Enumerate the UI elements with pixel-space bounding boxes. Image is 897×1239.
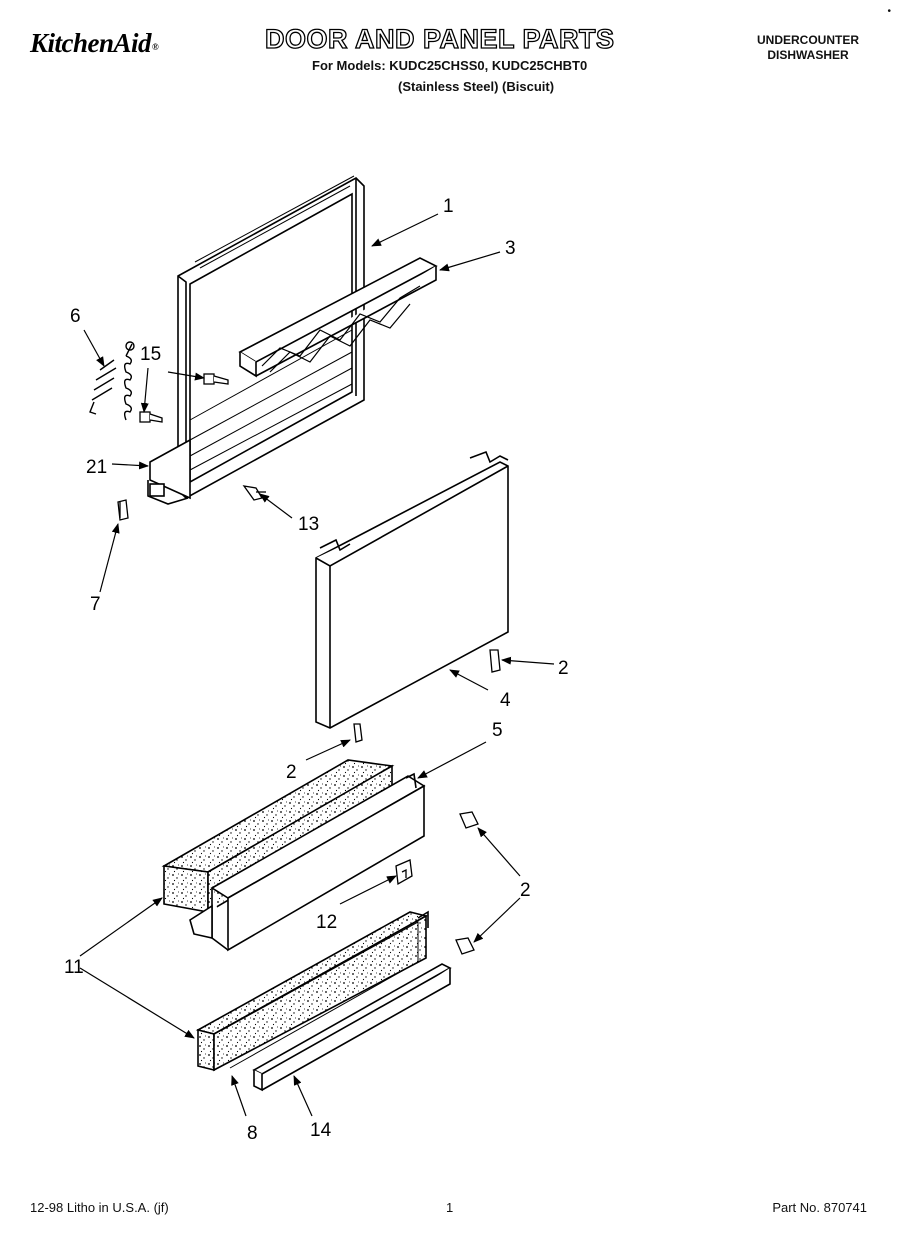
- brand-logo: KitchenAid®: [30, 28, 159, 59]
- corner-mark: •: [887, 6, 891, 17]
- callout-5: 5: [492, 720, 503, 741]
- page-number: 1: [446, 1200, 454, 1215]
- brand-name: KitchenAid: [30, 28, 152, 58]
- rack-bracket: [238, 257, 438, 378]
- callout-2-b: 2: [286, 762, 297, 783]
- screw-13: [242, 485, 266, 501]
- toe-panel: [213, 910, 429, 1072]
- models-line: For Models: KUDC25CHSS0, KUDC25CHBT0: [312, 58, 588, 73]
- unit-type: UNDERCOUNTER DISHWASHER: [757, 33, 859, 63]
- registered-mark: ®: [152, 42, 159, 52]
- callout-2-c: 2: [520, 880, 531, 901]
- callout-12: 12: [316, 912, 337, 933]
- door-spring: [89, 341, 135, 421]
- page-title: DOOR AND PANEL PARTS: [264, 23, 615, 54]
- clip-12: [395, 859, 413, 886]
- toe-strip-14: [252, 963, 452, 1092]
- screws-15: [139, 373, 229, 423]
- unit-line-1: UNDERCOUNTER: [757, 33, 859, 47]
- screws-2: [455, 811, 479, 955]
- callout-3: 3: [505, 238, 516, 259]
- callout-21: 21: [86, 457, 107, 478]
- print-info: 12-98 Litho in U.S.A. (jf): [30, 1200, 169, 1215]
- callout-13: 13: [298, 514, 319, 535]
- callout-11: 11: [64, 957, 84, 978]
- part-number: Part No. 870741: [772, 1200, 867, 1215]
- callout-14: 14: [310, 1120, 332, 1141]
- callout-6: 6: [70, 306, 81, 327]
- leader-lines: [79, 213, 555, 1117]
- unit-line-2: DISHWASHER: [767, 48, 849, 62]
- callout-8: 8: [247, 1123, 258, 1144]
- callout-2-a: 2: [558, 658, 569, 679]
- inner-door-frame: [147, 175, 365, 505]
- outer-door-panel: [315, 450, 509, 729]
- panel-screws: [353, 649, 501, 743]
- finish-line: (Stainless Steel) (Biscuit): [398, 79, 555, 94]
- callout-4: 4: [500, 690, 511, 711]
- callout-15: 15: [140, 344, 161, 365]
- callout-7: 7: [90, 594, 101, 615]
- callout-labels: 1 3 6 15 21 13 7 2 4 2 5 2 12 11 8 14: [64, 196, 569, 1144]
- door-hinge-clip: [117, 499, 129, 521]
- callout-1: 1: [443, 196, 454, 217]
- control-panel: [189, 772, 426, 952]
